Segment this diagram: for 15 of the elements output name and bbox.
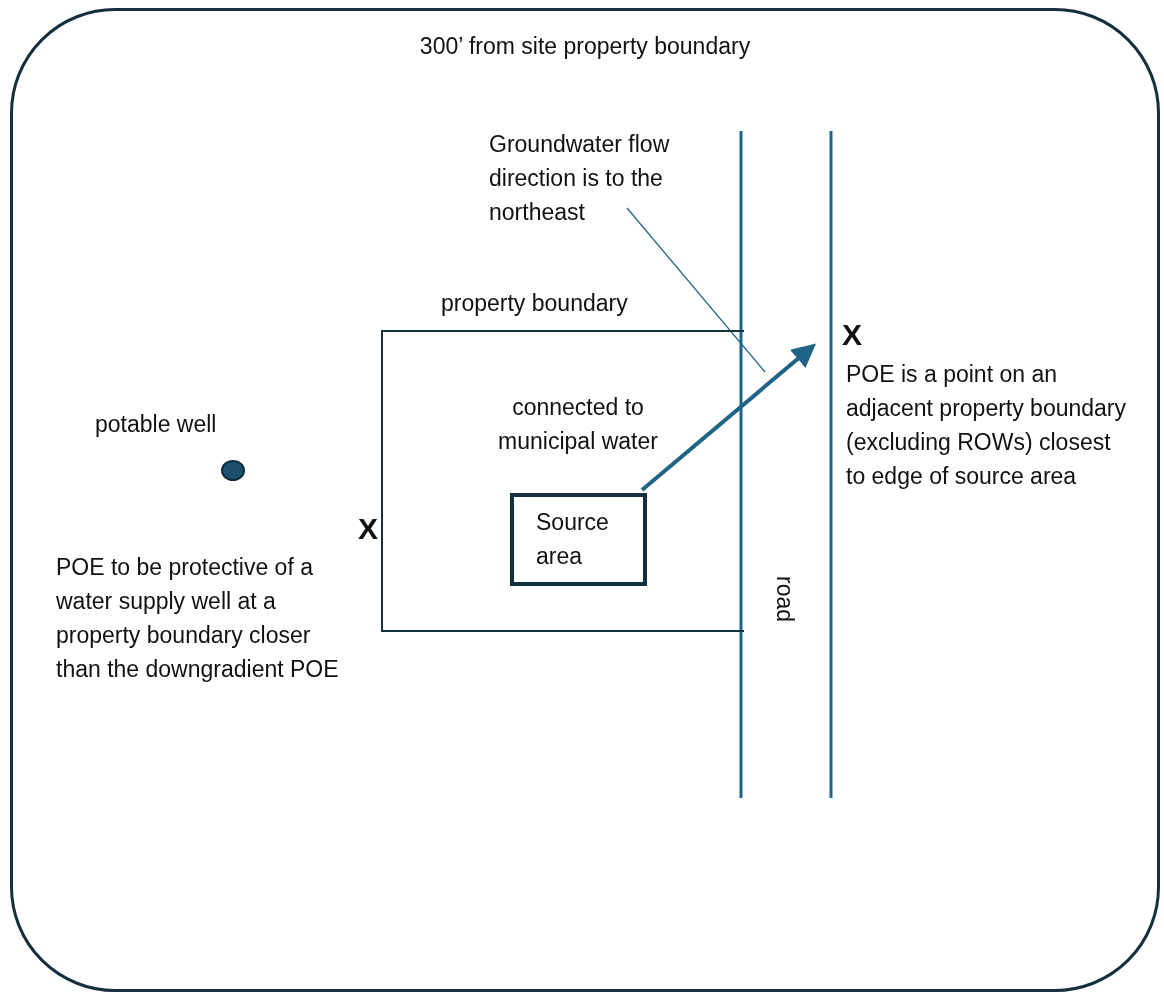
well-dot — [221, 460, 245, 481]
leader-line — [626, 207, 766, 373]
well-label: potable well — [95, 410, 218, 439]
poe-mark: X — [354, 513, 382, 545]
poe-description: POE to be protective of a water supply well at a property boundary closer than the downgradient POE — [56, 553, 340, 684]
boundary-title: 300’ from site property boundary — [418, 32, 752, 61]
flow-direction-note: Groundwater flow direction is to the northeast — [489, 127, 739, 229]
site-boundary-outline — [10, 8, 1160, 992]
poe-mark: X — [838, 319, 866, 351]
poe-description: POE is a point on an adjacent property boundary (excluding ROWs) closest to edge of source area — [846, 360, 1128, 491]
road-label: road — [771, 576, 799, 622]
source-area-box: Source area — [510, 493, 647, 586]
municipal-water-note: connected to municipal water — [497, 393, 659, 456]
property-boundary-label: property boundary — [441, 289, 628, 318]
flow-arrow — [640, 343, 817, 492]
